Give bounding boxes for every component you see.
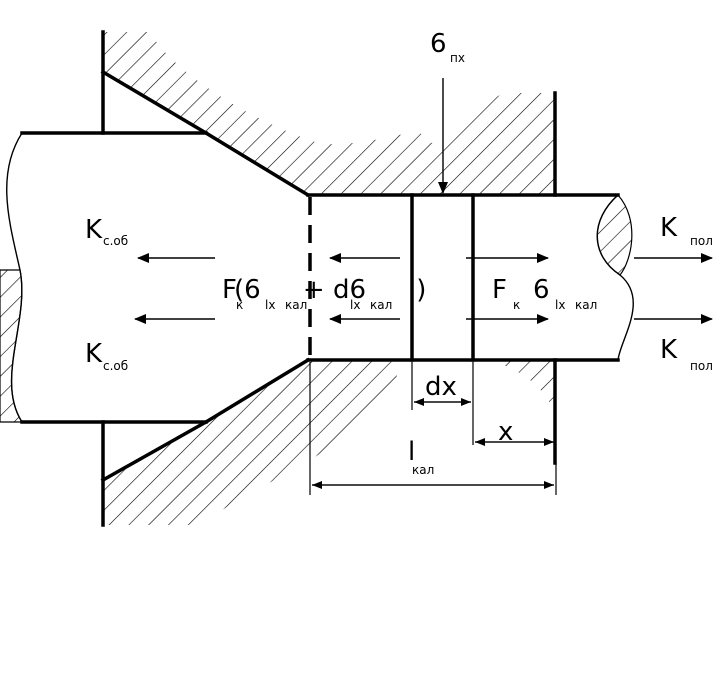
sigma-px-main: 6: [430, 29, 447, 59]
l-kal-main: l: [408, 437, 415, 467]
force-left-sub-kal2: кал: [370, 298, 392, 312]
k-pol-bottom-sub: пол: [690, 359, 713, 373]
force-left-sub-lx2: lx: [350, 298, 360, 312]
label-k-sob-top: K с.об: [85, 215, 128, 248]
force-left-sub-k: к: [236, 298, 243, 312]
force-right-sub-k: к: [513, 298, 520, 312]
label-x: x: [498, 417, 513, 447]
die-body: [103, 32, 555, 525]
force-arrows: [134, 78, 713, 324]
sigma-px-sub: пх: [450, 51, 465, 65]
die-lower-hatch: [103, 360, 400, 525]
force-left-sub-kal1: кал: [285, 298, 307, 312]
force-right-F: F: [492, 275, 507, 305]
force-left-open: (6: [234, 275, 261, 305]
force-left-plus: + d6: [303, 275, 366, 305]
dimension-lines: [309, 362, 557, 495]
break-right-hatch: [596, 194, 633, 276]
label-k-sob-bottom: K с.об: [85, 339, 128, 373]
label-force-right: F 6 к lx кал: [492, 275, 597, 312]
die-outline: [20, 30, 620, 527]
force-right-sigma: 6: [533, 275, 550, 305]
l-kal-sub: кал: [412, 463, 434, 477]
force-left-main: F(6 + d6 ): [222, 275, 426, 305]
label-k-pol-top: K пол: [660, 213, 713, 248]
k-sob-bottom-main: K: [85, 339, 103, 369]
label-sigma-px: 6 пх: [430, 29, 465, 65]
die-upper-hatch: [103, 32, 555, 195]
die-lower-right-hatch: [490, 360, 555, 415]
label-dx: dx: [425, 372, 457, 402]
label-l-kal: l кал: [408, 437, 434, 477]
k-sob-top-sub: с.об: [103, 234, 128, 248]
force-left-sub-lx1: lx: [265, 298, 275, 312]
force-right-sub-kal: кал: [575, 298, 597, 312]
break-left-hatch: [0, 269, 24, 423]
force-right-sub-lx: lx: [555, 298, 565, 312]
force-left-close: ): [416, 275, 426, 305]
k-pol-top-main: K: [660, 213, 678, 243]
label-k-pol-bottom: K пол: [660, 335, 713, 373]
force-left-F: F: [222, 275, 237, 305]
k-pol-top-sub: пол: [690, 234, 713, 248]
k-sob-bottom-sub: с.об: [103, 359, 128, 373]
label-force-left: F(6 + d6 ) к lx кал lx кал: [222, 275, 426, 312]
k-pol-bottom-main: K: [660, 335, 678, 365]
k-sob-top-main: K: [85, 215, 103, 245]
